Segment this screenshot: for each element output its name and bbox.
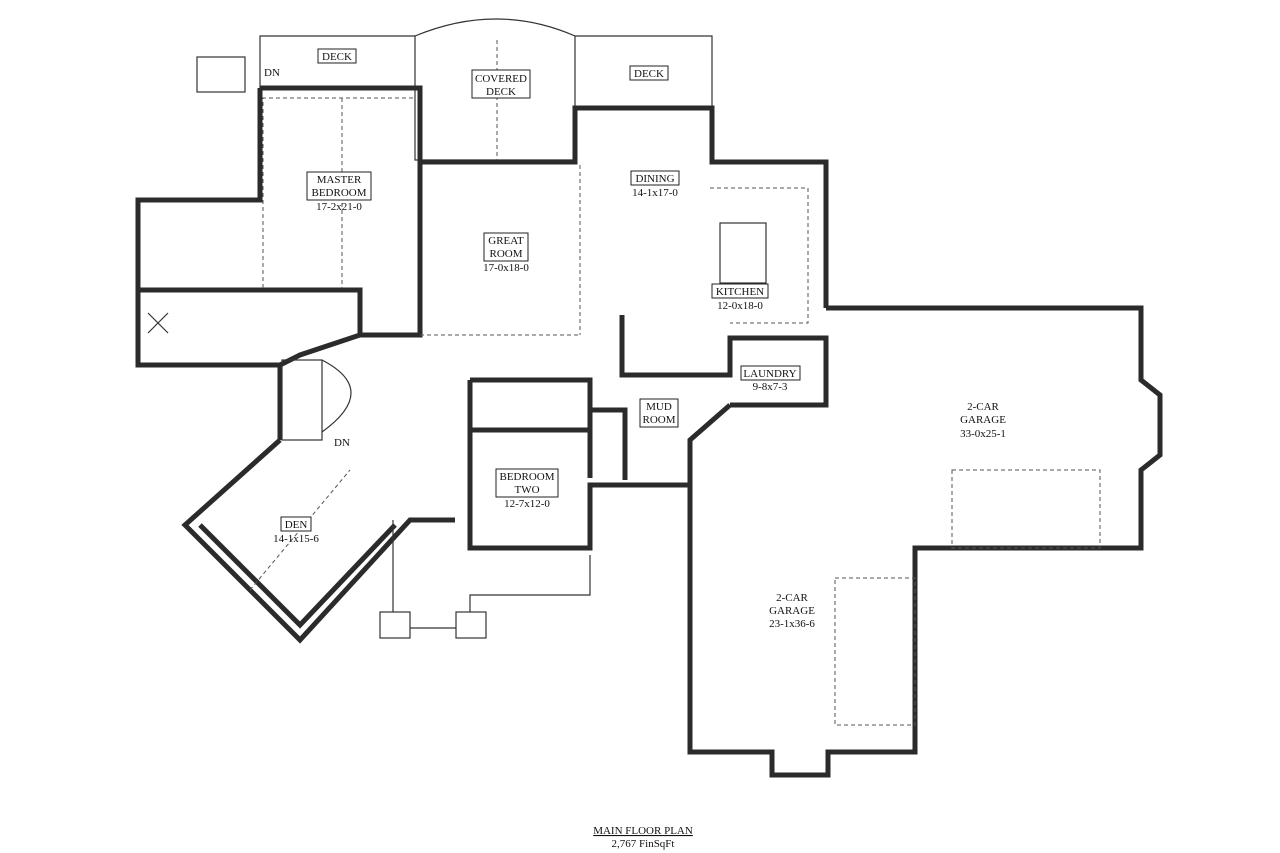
- svg-text:DINING: DINING: [635, 173, 674, 185]
- svg-text:14-1x15-6: 14-1x15-6: [273, 533, 319, 545]
- room-deck-right: DECK: [629, 65, 669, 81]
- interior-lines: [147, 40, 1101, 726]
- room-deck-left: DECK: [317, 48, 357, 64]
- svg-text:17-0x18-0: 17-0x18-0: [483, 262, 529, 274]
- svg-text:LAUNDRY: LAUNDRY: [743, 368, 796, 380]
- plan-title-block: MAIN FLOOR PLAN 2,767 FinSqFt: [593, 825, 693, 850]
- svg-text:GREAT: GREAT: [488, 235, 524, 247]
- svg-text:TWO: TWO: [514, 484, 539, 496]
- svg-text:2-CAR: 2-CAR: [967, 401, 999, 413]
- svg-text:DECK: DECK: [486, 86, 516, 98]
- svg-text:DEN: DEN: [285, 519, 308, 531]
- room-kitchen: KITCHEN 12-0x18-0: [711, 283, 769, 312]
- svg-text:DECK: DECK: [322, 51, 352, 63]
- svg-text:BEDROOM: BEDROOM: [311, 187, 366, 199]
- stair-dn-label: DN: [264, 67, 280, 79]
- svg-text:KITCHEN: KITCHEN: [716, 286, 764, 298]
- svg-text:GARAGE: GARAGE: [960, 414, 1006, 426]
- room-den: DEN 14-1x15-6: [273, 516, 319, 545]
- svg-text:ROOM: ROOM: [642, 414, 675, 426]
- svg-text:23-1x36-6: 23-1x36-6: [769, 618, 815, 630]
- svg-text:DECK: DECK: [634, 68, 664, 80]
- svg-text:MUD: MUD: [646, 401, 672, 413]
- svg-text:12-0x18-0: 12-0x18-0: [717, 300, 763, 312]
- svg-text:MASTER: MASTER: [317, 174, 362, 186]
- svg-text:33-0x25-1: 33-0x25-1: [960, 428, 1006, 440]
- room-dining: DINING 14-1x17-0: [630, 170, 680, 199]
- exterior-walls: [135, 18, 1163, 778]
- stair-dn-label: DN: [334, 437, 350, 449]
- plan-title: MAIN FLOOR PLAN: [593, 825, 693, 837]
- svg-text:9-8x7-3: 9-8x7-3: [753, 381, 788, 393]
- svg-text:BEDROOM: BEDROOM: [499, 471, 554, 483]
- svg-text:ROOM: ROOM: [489, 248, 522, 260]
- plan-area: 2,767 FinSqFt: [612, 838, 675, 850]
- svg-text:17-2x21-0: 17-2x21-0: [316, 201, 362, 213]
- svg-text:14-1x17-0: 14-1x17-0: [632, 187, 678, 199]
- svg-text:12-7x12-0: 12-7x12-0: [504, 498, 550, 510]
- svg-text:COVERED: COVERED: [475, 73, 527, 85]
- svg-text:GARAGE: GARAGE: [769, 605, 815, 617]
- svg-text:2-CAR: 2-CAR: [776, 592, 808, 604]
